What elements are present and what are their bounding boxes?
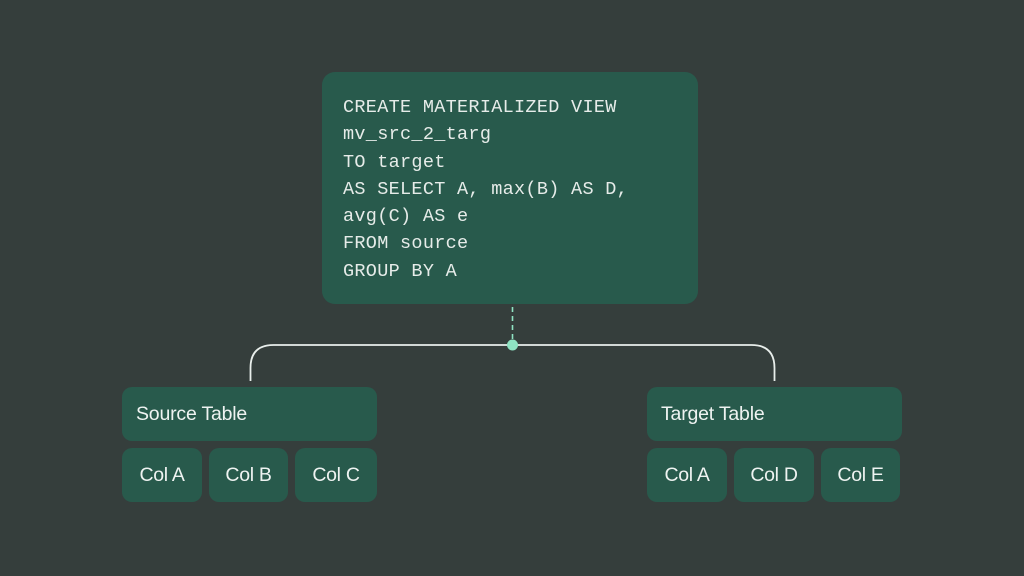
source-col-b: Col B xyxy=(209,448,288,502)
target-col-e: Col E xyxy=(821,448,900,502)
column-label: Col A xyxy=(139,463,185,486)
source-col-a: Col A xyxy=(122,448,202,502)
source-table-header: Source Table xyxy=(122,387,377,441)
target-table-title: Target Table xyxy=(661,402,765,425)
sql-line: CREATE MATERIALIZED VIEW xyxy=(343,97,617,118)
column-label: Col C xyxy=(312,463,360,486)
sql-line: avg(C) AS e xyxy=(343,206,469,228)
target-col-d: Col D xyxy=(734,448,814,502)
junction-dot xyxy=(507,339,518,351)
sql-line: FROM source xyxy=(343,233,469,255)
column-label: Col B xyxy=(225,463,272,486)
column-label: Col E xyxy=(837,463,884,486)
sql-line: GROUP BY A xyxy=(343,260,458,282)
sql-code-box: CREATE MATERIALIZED VIEW mv_src_2_targ T… xyxy=(322,72,698,304)
source-table-title: Source Table xyxy=(136,402,248,425)
column-label: Col A xyxy=(664,463,710,486)
sql-line: AS SELECT A, max(B) AS D, xyxy=(343,178,629,200)
sql-line: mv_src_2_targ xyxy=(343,124,492,146)
source-col-c: Col C xyxy=(295,448,377,502)
sql-line: TO target xyxy=(343,151,446,173)
target-col-a: Col A xyxy=(647,448,727,502)
column-label: Col D xyxy=(750,463,798,486)
target-table-header: Target Table xyxy=(647,387,902,441)
